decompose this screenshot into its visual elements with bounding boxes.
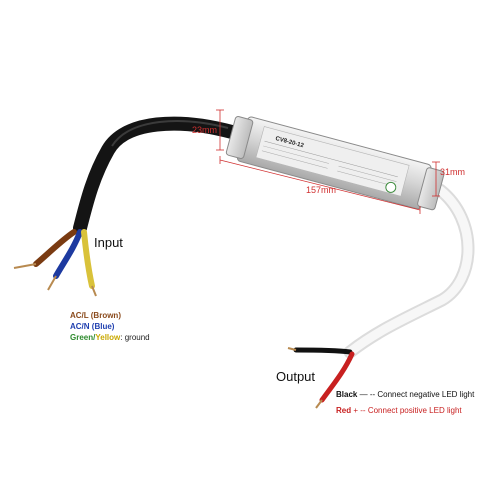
length-dimension-label: 157mm [306,185,337,195]
height-dimension-label: 31mm [440,167,466,177]
output-legend-red: Red + -- Connect positive LED light [336,406,462,415]
yellow-wire-tip [91,285,97,297]
blue-wire-tip [47,275,57,291]
output-cable-core [345,185,473,357]
dimension-markers [216,109,440,214]
input-title: Input [94,235,123,250]
black-wire-tip [287,347,297,351]
red-output-wire [319,351,355,403]
input-cable-highlight [111,120,229,147]
yellow-wire [81,229,95,289]
brown-wire-tip [13,263,37,269]
power-supply-housing: CV8-20-12 [225,116,445,211]
output-legend-black: Black — -- Connect negative LED light [336,390,475,399]
blue-wire [53,229,83,279]
red-wire-tip [315,399,323,409]
input-legend-line-live: AC/L (Brown) [70,311,121,320]
input-legend-line-neutral: AC/N (Blue) [70,322,115,331]
output-title: Output [276,369,316,384]
output-cable [343,183,475,359]
width-dimension-label: 23mm [192,125,218,135]
input-legend-ground: Green/Yellow: ground [70,333,150,342]
input-cable [73,116,239,235]
brown-wire [33,229,77,267]
black-output-wire [293,347,353,355]
